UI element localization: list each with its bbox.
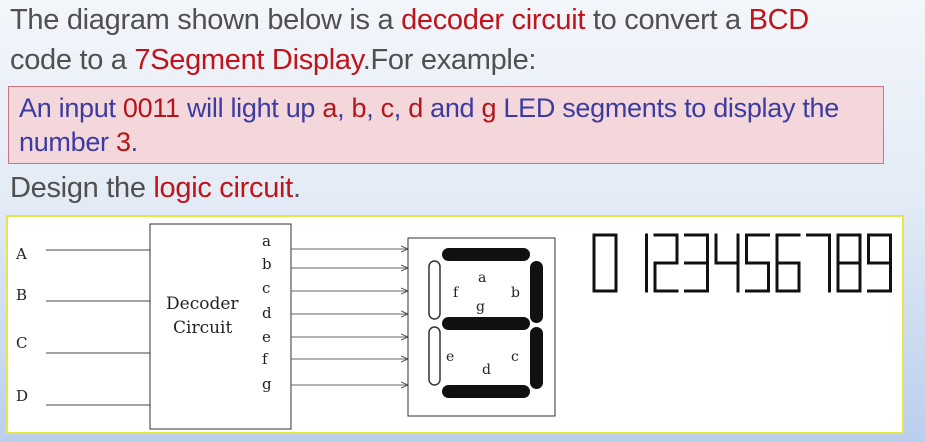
example-seg-b: b <box>351 93 367 123</box>
digit-2 <box>653 233 679 293</box>
diagram-panel: A B C D Decoder Circuit a b c d e f g <box>6 215 904 434</box>
digit-0 <box>592 233 618 293</box>
input-label-a: A <box>15 245 27 263</box>
segment-label-c: c <box>511 349 519 365</box>
example-seg-g: g <box>481 93 497 123</box>
segment-g-lit <box>442 317 530 330</box>
segment-label-e: e <box>446 349 454 365</box>
example-input-code: 0011 <box>122 93 180 123</box>
segment-f-unlit <box>428 260 441 320</box>
segment-e-unlit <box>428 326 441 386</box>
input-label-c: C <box>16 334 27 352</box>
decoder-label-line1: Decoder <box>166 294 239 314</box>
example-number: 3 <box>115 127 131 157</box>
intro-line-2: code to a 7Segment Display.For example: <box>10 44 536 77</box>
output-label-a: a <box>262 232 271 250</box>
example-box: An input 0011 will light up a, b, c, d a… <box>8 86 884 164</box>
example-line-1: An input 0011 will light up a, b, c, d a… <box>19 91 883 125</box>
digit-4 <box>714 233 740 293</box>
example-sep: , <box>337 93 352 123</box>
segment-c-lit <box>530 327 543 389</box>
intro-highlight-bcd: BCD <box>748 4 810 36</box>
output-label-c: c <box>262 279 270 297</box>
intro-text: The diagram shown below is a <box>10 4 402 36</box>
intro-text: to convert a <box>585 4 749 36</box>
example-seg-d: d <box>408 93 423 123</box>
segment-label-a: a <box>478 270 486 286</box>
digit-6 <box>775 233 801 293</box>
decoder-label-line2: Circuit <box>173 318 232 338</box>
segment-label-g: g <box>476 299 485 315</box>
example-text: number <box>19 127 116 157</box>
digit-9 <box>867 233 892 293</box>
design-line: Design the logic circuit. <box>10 172 301 205</box>
design-text: Design the <box>10 172 154 204</box>
segment-label-b: b <box>511 285 520 301</box>
intro-line-1: The diagram shown below is a decoder cir… <box>10 4 809 37</box>
segment-label-d: d <box>482 362 491 378</box>
design-highlight: logic circuit <box>153 172 293 204</box>
example-text: will light up <box>179 93 323 123</box>
example-text: and <box>422 93 482 123</box>
example-sep: , <box>366 93 381 123</box>
decoder-box <box>149 223 292 430</box>
segment-d-lit <box>442 385 530 398</box>
intro-text: .For example: <box>362 44 537 76</box>
segment-b-lit <box>530 261 543 323</box>
segment-a-lit <box>442 248 530 261</box>
output-label-d: d <box>262 304 272 322</box>
design-text: . <box>292 172 301 204</box>
example-text: LED segments to display the <box>496 93 839 123</box>
example-sep: , <box>393 93 409 123</box>
output-label-f: f <box>262 350 269 368</box>
example-text: . <box>130 127 139 157</box>
example-line-2: number 3. <box>19 125 883 159</box>
input-label-d: D <box>16 387 28 405</box>
decoder-diagram: A B C D Decoder Circuit a b c d e f g <box>15 223 892 430</box>
output-label-b: b <box>262 255 272 273</box>
digit-3 <box>684 233 709 293</box>
example-seg-c: c <box>380 93 395 123</box>
intro-highlight-decoder: decoder circuit <box>401 4 586 36</box>
output-label-g: g <box>262 375 272 393</box>
intro-highlight-7seg: 7Segment Display <box>134 44 363 76</box>
digit-strip <box>592 233 892 293</box>
digit-8 <box>836 233 862 293</box>
digit-5 <box>745 233 770 293</box>
digit-7 <box>806 233 831 293</box>
segment-label-f: f <box>453 285 460 301</box>
input-label-b: B <box>16 286 27 304</box>
intro-text: code to a <box>10 44 135 76</box>
output-label-e: e <box>262 328 271 346</box>
example-seg-a: a <box>322 93 338 123</box>
example-text: An input <box>19 93 123 123</box>
